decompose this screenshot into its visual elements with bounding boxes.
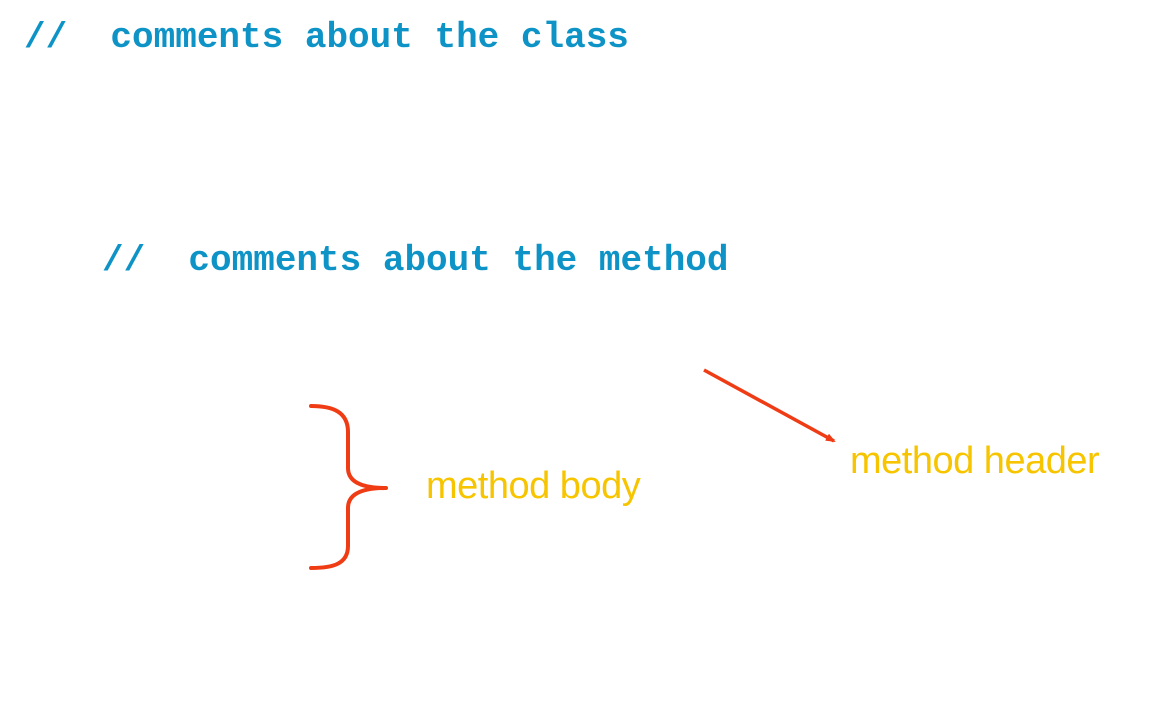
method-body-label: method body bbox=[426, 465, 641, 507]
method-header-arrow bbox=[703, 368, 836, 443]
method-header-label: method header bbox=[850, 440, 1100, 482]
class-comment: // comments about the class bbox=[24, 17, 629, 58]
method-body-brace bbox=[309, 404, 388, 570]
method-comment: // comments about the method bbox=[102, 240, 729, 281]
